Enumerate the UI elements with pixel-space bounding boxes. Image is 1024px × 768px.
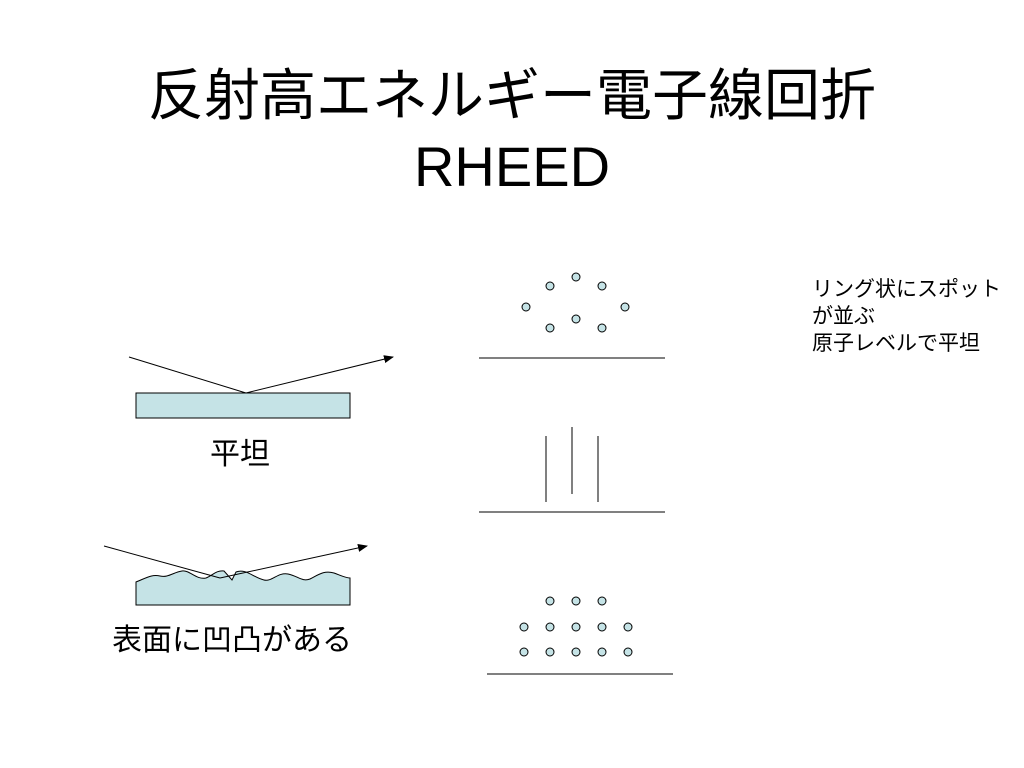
rough-reflected-beam [219, 544, 368, 579]
flat-sample [128, 355, 394, 419]
streak-pattern [479, 427, 665, 513]
caption-rough-surface: 表面に凹凸がある [112, 623, 352, 658]
flat-incident-beam [128, 356, 247, 394]
diffraction-spot [571, 314, 581, 324]
diffraction-spot [519, 622, 529, 632]
flat-reflected-beam [245, 355, 394, 394]
diffraction-spot [597, 647, 607, 657]
diffraction-spot [571, 647, 581, 657]
diffraction-spot [545, 596, 555, 606]
rough-sample [103, 544, 368, 606]
diffraction-spot [545, 281, 555, 291]
note-line-ring-spots: リング状にスポットが並ぶ [812, 277, 1001, 328]
diffraction-spot [597, 323, 607, 333]
diffraction-spot [597, 622, 607, 632]
diffraction-spot [545, 647, 555, 657]
diffraction-spot [571, 272, 581, 282]
diffraction-spot [623, 622, 633, 632]
ring-spot-pattern [479, 272, 665, 359]
slide-title: 反射高エネルギー電子線回折 RHEED [0, 62, 1024, 202]
diffraction-spot [623, 647, 633, 657]
diffraction-spot [521, 302, 531, 312]
spot-grid-pattern [487, 596, 673, 675]
diffraction-spot [545, 323, 555, 333]
note-line-atomic-flat: 原子レベルで平坦 [812, 331, 980, 355]
slide-title-japanese: 反射高エネルギー電子線回折 [148, 64, 876, 129]
slide-title-rheed: RHEED [413, 135, 611, 198]
rough-substrate [135, 570, 351, 606]
flat-substrate [135, 392, 351, 419]
diffraction-spot [571, 622, 581, 632]
ring-pattern-note: リング状にスポットが並ぶ 原子レベルで平坦 [812, 276, 1017, 357]
diffraction-spot [519, 647, 529, 657]
rough-incident-beam [103, 545, 221, 579]
caption-flat-surface: 平坦 [210, 437, 270, 472]
diffraction-spot [597, 596, 607, 606]
diffraction-spot [597, 281, 607, 291]
diffraction-spot [571, 596, 581, 606]
diffraction-spot [545, 622, 555, 632]
diffraction-spot [620, 302, 630, 312]
